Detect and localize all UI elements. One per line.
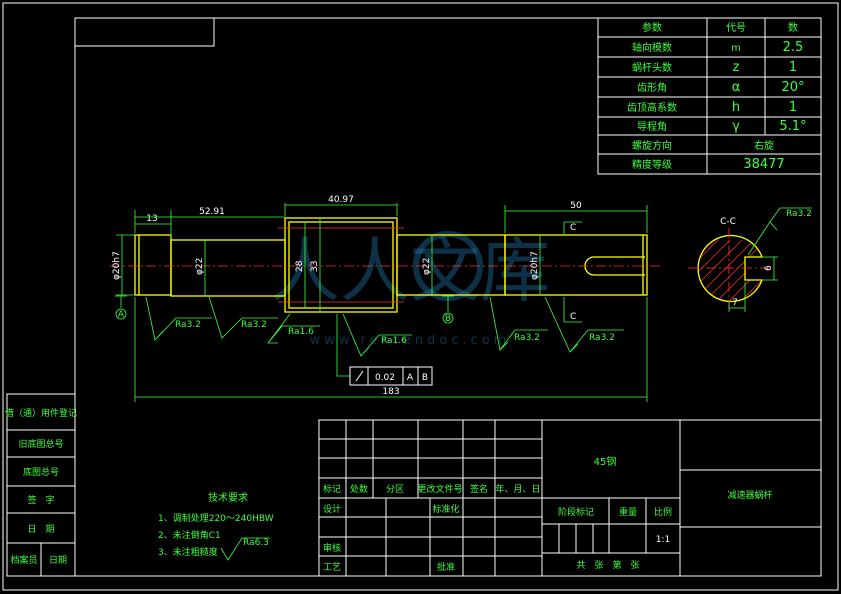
- param-value: 1: [789, 100, 797, 115]
- param-name: 精度等级: [632, 158, 672, 171]
- param-name: 齿顶高系数: [627, 101, 677, 114]
- watermark-url: www.renrendoc.com: [310, 333, 511, 348]
- dim-13: 13: [146, 214, 157, 224]
- section-dim-6: 6: [764, 265, 774, 271]
- tolerance-frame: 0.02 A B: [336, 314, 433, 386]
- section-dim-7: 7: [732, 298, 738, 308]
- param-code: h: [732, 100, 740, 115]
- param-value: 5.1°: [779, 119, 806, 134]
- param-value: 20°: [781, 80, 804, 95]
- dim-52-91: 52.91: [199, 207, 225, 217]
- param-value: 右旋: [754, 139, 774, 152]
- scale-value: 1:1: [656, 535, 670, 545]
- tech-req-item: 2、未注倒角C1: [158, 529, 221, 541]
- strip-label: 旧底图总号: [18, 438, 63, 450]
- roughness-label: Ra3.2: [175, 320, 201, 330]
- dimensions: 13 52.91 40.97 50 183 φ20h7 φ22 28 33 φ2…: [112, 195, 648, 402]
- stage-mark-label: 阶段标记: [558, 506, 594, 518]
- weight-label: 重量: [619, 506, 637, 518]
- param-code: γ: [732, 119, 740, 134]
- tech-req-title: 技术要求: [208, 491, 248, 504]
- roughness-symbols: Ra3.2 Ra3.2 Ra1.6 Ra1.6 Ra3.2 Ra3.2: [145, 296, 624, 357]
- watermark-brand: 人人文库: [270, 230, 550, 312]
- strip-label: 档案员: [10, 554, 37, 566]
- dim-phi20h7-right: φ20h7: [530, 251, 540, 280]
- value-header: 数: [788, 21, 798, 34]
- rev-header: 签名: [470, 483, 488, 495]
- section-view: C-C 7 6 Ra3.2: [688, 207, 812, 312]
- dim-33: 33: [310, 261, 320, 272]
- title-block: 标记 处数 分区 更改文件号 签名 年、月、日 设计 标准化 审核 工艺 批准 …: [318, 419, 822, 577]
- datum-a-label: A: [118, 310, 125, 320]
- roughness-label: Ra3.2: [241, 320, 267, 330]
- section-c-top: C: [570, 223, 576, 233]
- tech-req-roughness: Ra6.3: [243, 538, 269, 548]
- rev-header: 处数: [350, 483, 368, 495]
- roughness-label: Ra1.6: [288, 327, 314, 337]
- section-c-bottom: C: [570, 312, 576, 322]
- param-header: 参数: [642, 21, 662, 34]
- dim-phi20h7-left: φ20h7: [112, 251, 122, 280]
- scale-label: 比例: [654, 506, 672, 518]
- tolerance-datum-1: A: [407, 373, 414, 383]
- tolerance-datum-2: B: [422, 373, 428, 383]
- part-name: 减速器蜗杆: [727, 489, 772, 501]
- left-strip: 借（通）用件登记 旧底图总号 底图总号 签 字 日 期 档案员 日期: [5, 393, 77, 577]
- param-name: 轴向模数: [632, 41, 672, 54]
- code-header: 代号: [726, 22, 746, 34]
- roughness-label: Ra3.2: [786, 209, 812, 219]
- dim-phi22-left: φ22: [195, 258, 205, 275]
- param-value: 2.5: [783, 40, 804, 55]
- rev-header: 年、月、日: [495, 483, 540, 495]
- rev-header: 更改文件号: [417, 483, 462, 495]
- section-title: C-C: [720, 217, 736, 227]
- tech-req-item: 1、调制处理220～240HBW: [158, 512, 274, 524]
- code-box: [75, 18, 215, 47]
- rev-header: 标记: [323, 483, 341, 495]
- strip-label: 签 字: [27, 494, 54, 506]
- review-label: 审核: [323, 542, 341, 554]
- roughness-label: Ra1.6: [381, 336, 407, 346]
- datum-a: A: [115, 295, 127, 320]
- param-code: α: [732, 80, 741, 95]
- process-label: 工艺: [323, 562, 341, 573]
- strip-label: 底图总号: [23, 466, 59, 478]
- standardize-label: 标准化: [432, 503, 459, 515]
- param-value: 1: [789, 60, 797, 75]
- param-name: 蜗杆头数: [632, 61, 672, 74]
- roughness-label: Ra3.2: [514, 333, 540, 343]
- param-code: m: [731, 43, 741, 54]
- strip-label: 借（通）用件登记: [5, 407, 77, 419]
- sheets-label: 共 张 第 张: [576, 559, 639, 571]
- datum-b: B: [442, 295, 454, 324]
- param-table: 参数 代号 数 轴向模数 m 2.5 蜗杆头数 z 1 齿形角 α 20° 齿顶…: [597, 17, 822, 175]
- dim-phi22-right: φ22: [422, 258, 432, 275]
- tech-requirements: 技术要求 1、调制处理220～240HBW 2、未注倒角C1 3、未注粗糙度 R…: [158, 491, 274, 561]
- shaft-main-view: [110, 217, 660, 313]
- datum-b-label: B: [445, 314, 451, 324]
- param-name: 螺旋方向: [632, 139, 672, 152]
- dim-28: 28: [295, 260, 305, 272]
- strip-label: 日 期: [27, 524, 54, 535]
- tolerance-value: 0.02: [375, 373, 395, 383]
- design-label: 设计: [323, 503, 341, 515]
- param-value: 38477: [743, 157, 784, 172]
- approve-label: 批准: [437, 561, 455, 573]
- roughness-label: Ra3.2: [589, 333, 615, 343]
- rev-header: 分区: [386, 484, 404, 495]
- param-name: 齿形角: [637, 82, 667, 94]
- dim-40-97: 40.97: [328, 195, 354, 205]
- dim-183: 183: [382, 387, 399, 397]
- param-code: z: [733, 60, 740, 75]
- material: 45钢: [594, 455, 617, 468]
- param-name: 导程角: [637, 121, 667, 133]
- strip-label: 日期: [49, 555, 67, 566]
- tech-req-item: 3、未注粗糙度: [158, 546, 218, 558]
- dim-50: 50: [570, 201, 582, 211]
